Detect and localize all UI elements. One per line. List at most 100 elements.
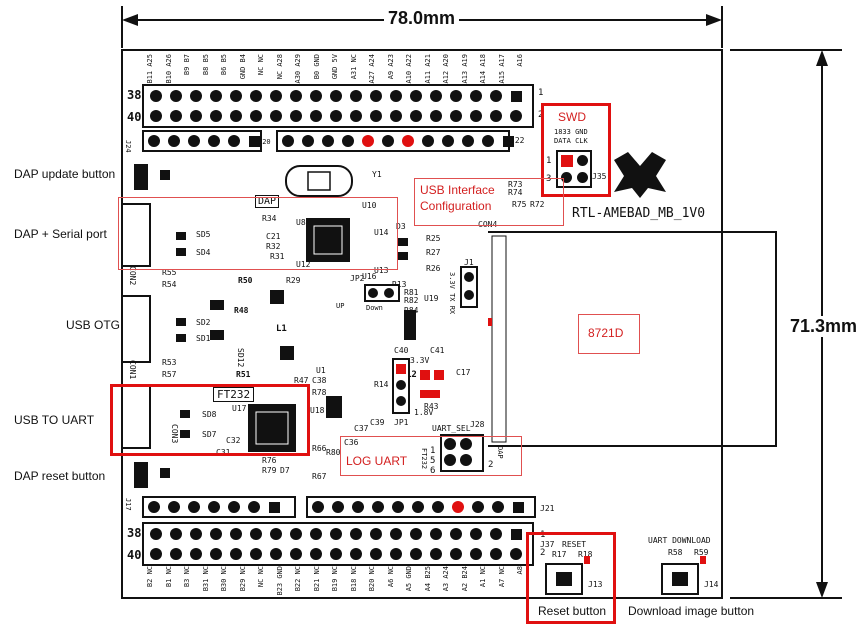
c41-label: C41 (430, 346, 445, 355)
j22-label: J22 (510, 136, 525, 145)
header-pin (426, 106, 446, 126)
header-pin-label: B31 NC (201, 566, 210, 592)
header-pin-label: NC NC (257, 566, 265, 588)
header-pin-label: NC NC (257, 54, 265, 76)
header-pin-label: B1 NC (164, 566, 173, 588)
header-pin-label: B6 B5 (220, 54, 228, 76)
header-pin (326, 544, 346, 564)
header-pin-label: GND B4 (238, 54, 247, 80)
header-pin (368, 497, 388, 517)
smd-16 (160, 468, 170, 478)
j20-pins (144, 131, 264, 151)
header-pin-label: A15 A17 (497, 54, 506, 84)
usb-interface-label: USB Interface Configuration (420, 183, 495, 213)
header-pin (386, 106, 406, 126)
board-name: RTL-AMEBAD_MB_1V0 (572, 206, 706, 221)
jp1-pin-2 (396, 380, 406, 390)
c17-label: C17 (456, 368, 471, 377)
header-pin (164, 497, 184, 517)
header-pin (426, 86, 446, 106)
v18-label: 1.8V (414, 408, 434, 417)
header-pin (266, 524, 286, 544)
j20-label: J20 (258, 138, 271, 146)
smd-14 (270, 290, 284, 304)
ft232-tag: FT232 (213, 387, 255, 402)
header-pin (226, 86, 246, 106)
uart-sel-label: UART_SEL (432, 424, 471, 433)
top-header-row1 (146, 86, 526, 106)
swd-pin-3 (561, 172, 572, 183)
header-pin (204, 497, 224, 517)
header-pin-label: A3 A24 (442, 566, 450, 592)
smd-7 (210, 300, 224, 310)
header-pin (246, 524, 266, 544)
swd-pin-2 (577, 155, 588, 166)
header-pin (466, 106, 486, 126)
header-pin-label: GND 5V (331, 54, 339, 80)
header-pin (506, 524, 526, 544)
red-pad-1 (420, 370, 430, 380)
reset-button-highlight (526, 532, 616, 624)
header-pin-label: A31 NC (349, 54, 358, 80)
r27-label: R27 (426, 248, 441, 257)
jp1-pin-1 (396, 364, 406, 374)
header-pin (398, 131, 418, 151)
sd5-label: SD5 (196, 230, 211, 239)
c36-label: C36 (344, 438, 359, 447)
y1-label: Y1 (372, 170, 382, 179)
header-pin (446, 524, 466, 544)
r34-label: R34 (262, 214, 277, 223)
swd-pin-one-label: 1 (546, 156, 552, 166)
header-pin-label: A2 B24 (460, 566, 469, 592)
dap-reset-button-label: DAP reset button (14, 469, 106, 483)
header-pin (246, 544, 266, 564)
header-pin (366, 524, 386, 544)
header-pin-label: A10 A22 (405, 54, 413, 84)
con2-label: CON2 (128, 266, 137, 286)
r31-label: R31 (270, 252, 285, 261)
smd-10 (326, 396, 342, 418)
swd-pin-4 (577, 172, 588, 183)
header-pin (164, 131, 184, 151)
header-pin (184, 131, 204, 151)
smd-8 (210, 330, 224, 340)
header-pin (146, 106, 166, 126)
header-pin-label: A8 (516, 566, 524, 575)
header-pin (318, 131, 338, 151)
header-pin (418, 131, 438, 151)
header-pin (206, 86, 226, 106)
header-pin (348, 497, 368, 517)
r29-label: R29 (286, 276, 301, 285)
header-pin-label: B11 A25 (146, 54, 154, 84)
red-pad-4 (430, 390, 440, 398)
c37-label: C37 (354, 424, 369, 433)
header-pin (266, 106, 286, 126)
header-pin (326, 86, 346, 106)
header-pin (224, 497, 244, 517)
header-pin-label: A9 A23 (386, 54, 395, 80)
header-pin (266, 544, 286, 564)
module-label-box (578, 314, 640, 354)
header-pin (246, 106, 266, 126)
header-pin-label: A27 A24 (368, 54, 376, 84)
header-pin (144, 497, 164, 517)
header-pin-label: B19 NC (331, 566, 339, 592)
smd-2 (176, 248, 186, 256)
j21-label: J21 (540, 504, 555, 513)
uart-download-header-label: UART DOWNLOAD (648, 536, 711, 545)
r32-label: R32 (266, 242, 281, 251)
header-pin-label: B18 NC (349, 566, 358, 592)
header-pin (206, 524, 226, 544)
con1-label: CON1 (128, 360, 137, 380)
header-pin (286, 106, 306, 126)
width-dimension: 78.0mm (384, 8, 460, 29)
usb-to-uart-label: USB TO UART (14, 413, 95, 427)
c32-label: C32 (226, 436, 241, 445)
jp1-pin-3 (396, 396, 406, 406)
header-pin-two-bottom: 2 (540, 548, 546, 558)
uart-sel-pin-one: 1 (430, 446, 436, 456)
header-pin (486, 544, 506, 564)
sd2-label: SD2 (196, 318, 211, 327)
header-pin (308, 497, 328, 517)
